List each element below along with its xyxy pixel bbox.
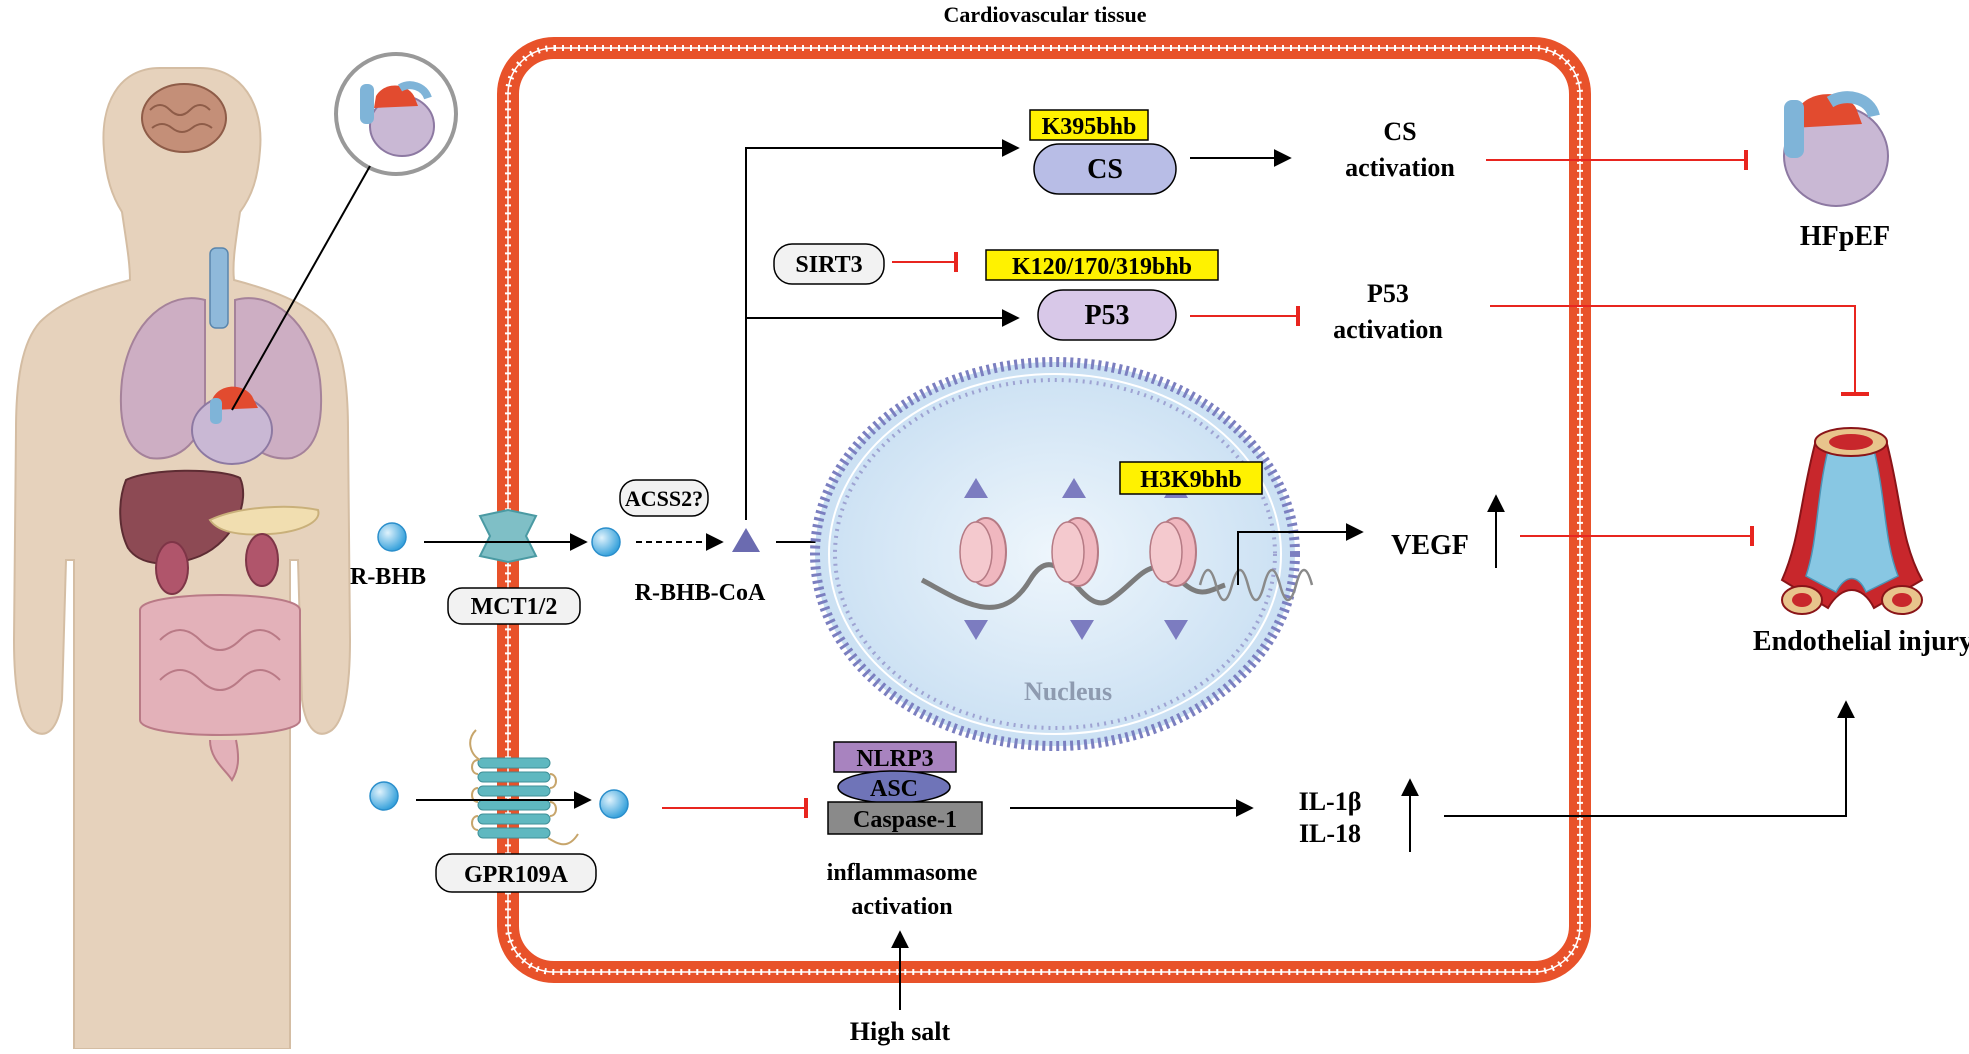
cs-mark-label: K395bhb [1042, 114, 1137, 140]
sirt3-label-box [773, 243, 885, 285]
p53-inhibits-endothelial-bar [1841, 392, 1869, 396]
mct-transporter-icon [478, 508, 538, 564]
sirt3-label: SIRT3 [795, 252, 862, 278]
nlrp3-box [833, 741, 957, 773]
cs-mark-highlight [1029, 109, 1149, 141]
endothelial-injury-label: Endothelial injury [1753, 626, 1969, 657]
nucleosome-1 [959, 517, 1007, 587]
p53-activation-line1: P53 [1367, 279, 1409, 308]
kidney-right-icon [245, 533, 279, 587]
lung-left-icon [119, 297, 206, 460]
cs-activation-line1: CS [1383, 117, 1416, 146]
rbhb-molecule-receptor [369, 781, 399, 811]
nucleus-label: Nucleus [1024, 677, 1112, 706]
acss2-label: ACSS2? [625, 486, 703, 511]
nucleosome-3 [1149, 517, 1197, 587]
mct-label-box [447, 587, 581, 625]
bhb-mark-icon [1164, 620, 1188, 640]
pancreas-icon [208, 505, 320, 536]
heart-icon [1783, 91, 1889, 207]
liver-icon [119, 469, 245, 565]
zoomed-heart-icon [360, 81, 435, 157]
gpr109a-label: GPR109A [464, 862, 569, 888]
p53-inhibits-endothelial-line [1490, 305, 1856, 394]
nucleosome-2 [1051, 517, 1099, 587]
il1b-label: IL-1β [1299, 787, 1362, 816]
brain-icon [141, 83, 227, 153]
tissue-title: Cardiovascular tissue [943, 2, 1146, 27]
zoom-line [231, 165, 371, 411]
cs-activation-line2: activation [1345, 153, 1455, 182]
bhb-mark-icon [1070, 620, 1094, 640]
p53-activation-line2: activation [1333, 315, 1443, 344]
il18-label: IL-18 [1299, 819, 1361, 848]
rbhb-molecule-signal [599, 789, 629, 819]
cytokines-to-endothelial [1444, 700, 1855, 817]
dna-helix [1198, 568, 1314, 602]
gpr109a-receptor-icon [469, 729, 579, 846]
asc-label: ASC [870, 776, 918, 802]
rbhb-molecule-inside [591, 527, 621, 557]
hfpef-label: HFpEF [1800, 221, 1890, 252]
rbhb-label: R-BHB [350, 564, 426, 590]
p53-protein [1037, 289, 1177, 341]
cs-protein [1033, 143, 1177, 195]
high-salt-label: High salt [850, 1017, 951, 1046]
human-body-illustration [12, 52, 458, 1050]
cs-protein-label: CS [1087, 154, 1123, 185]
p53-protein-label: P53 [1084, 300, 1129, 331]
inflammasome-complex [827, 741, 983, 835]
caspase-box [827, 801, 983, 835]
arrow-to-cs [745, 139, 1020, 520]
gpr109a-label-box [435, 853, 597, 893]
chest-heart-icon [191, 386, 273, 465]
caspase-label: Caspase-1 [853, 807, 957, 833]
nlrp3-label: NLRP3 [856, 746, 933, 772]
kidney-left-icon [155, 541, 189, 595]
rbhb-coa-triangle-icon [732, 528, 760, 552]
vegf-label: VEGF [1391, 530, 1469, 561]
rbhb-molecule-outside [377, 522, 407, 552]
h3k9-mark-highlight [1119, 461, 1263, 495]
bhb-mark-icon [964, 478, 988, 498]
mct-label: MCT1/2 [471, 594, 558, 620]
inflammasome-caption-line1: inflammasome [827, 860, 978, 886]
acss2-label-box [619, 479, 709, 517]
p53-mark-label: K120/170/319bhb [1012, 254, 1192, 280]
inflammasome-caption-line2: activation [851, 894, 952, 920]
blood-vessel-icon [1780, 427, 1924, 615]
rbhb-coa-label: R-BHB-CoA [635, 580, 766, 606]
p53-mark-highlight [985, 249, 1219, 281]
bhb-mark-icon [1062, 478, 1086, 498]
trachea-icon [209, 247, 229, 329]
intestine-icon [139, 594, 301, 736]
h3k9-mark-label: H3K9bhb [1140, 467, 1241, 493]
transcription-arrow [1237, 523, 1364, 585]
bhb-mark-icon [964, 620, 988, 640]
